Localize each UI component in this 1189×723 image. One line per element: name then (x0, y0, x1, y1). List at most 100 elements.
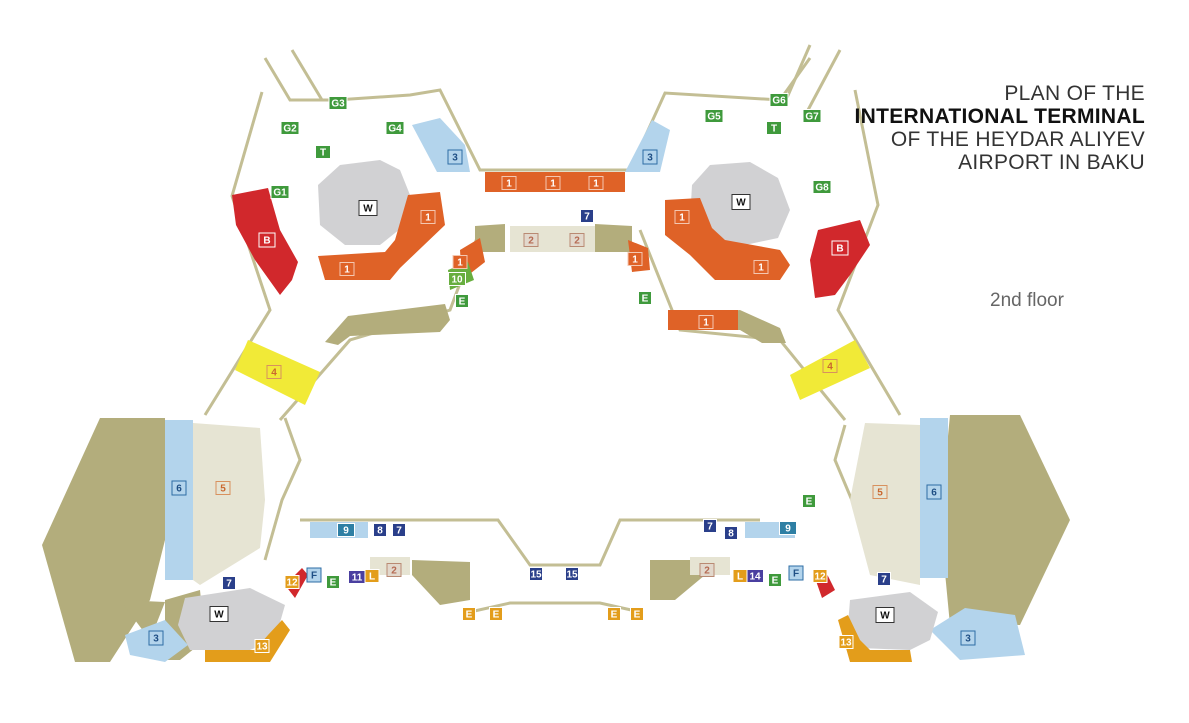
marker-box (731, 194, 751, 210)
marker-label: T (771, 124, 777, 135)
marker-label: 15 (530, 570, 542, 581)
marker-zone-l-left: L (364, 569, 380, 583)
marker-box (569, 233, 585, 247)
marker-box (266, 365, 282, 379)
marker-shop-1-d: 1 (545, 176, 561, 190)
marker-exit-e-1: E (455, 294, 469, 308)
marker-label: E (634, 610, 641, 621)
marker-box (315, 145, 331, 159)
marker-label: 13 (840, 638, 852, 649)
marker-box (280, 121, 300, 135)
marker-label: 14 (749, 572, 761, 583)
marker-waiting-area-se: W (875, 607, 895, 623)
marker-info-7-d: 7 (877, 572, 891, 586)
marker-box (420, 210, 436, 224)
marker-shop-1-b: 1 (339, 262, 355, 276)
marker-label: 7 (881, 575, 887, 586)
marker-label: 1 (593, 179, 599, 190)
marker-label: G2 (283, 124, 297, 135)
marker-box (254, 639, 270, 653)
marker-shop-1-i: 1 (698, 315, 714, 329)
marker-box (529, 567, 543, 581)
marker-shop-1-c: 1 (501, 176, 517, 190)
marker-label: 12 (286, 578, 298, 589)
marker-zone-14: 14 (746, 569, 764, 583)
marker-exit-e-9: E (630, 607, 644, 621)
marker-label: E (330, 578, 337, 589)
marker-box (698, 315, 714, 329)
marker-label: 4 (271, 368, 277, 379)
marker-zone-11: 11 (348, 570, 366, 584)
marker-info-7-c: 7 (222, 576, 236, 590)
marker-box (674, 210, 690, 224)
marker-zone-2-b: 2 (569, 233, 585, 247)
marker-box (630, 607, 644, 621)
zone-pale-beige (193, 226, 920, 585)
marker-label: G3 (331, 99, 345, 110)
marker-label: 12 (814, 572, 826, 583)
marker-label: E (806, 497, 813, 508)
marker-box (642, 149, 658, 165)
marker-zone-9-left: 9 (337, 523, 355, 537)
marker-zone-2-a: 2 (523, 233, 539, 247)
marker-label: E (642, 294, 649, 305)
marker-waiting-area-nw: W (358, 200, 378, 216)
marker-gate-g2: G2 (280, 121, 300, 135)
marker-b-zone-right: B (831, 240, 849, 256)
marker-label: E (611, 610, 618, 621)
marker-label: E (459, 297, 466, 308)
marker-box (545, 176, 561, 190)
marker-box (215, 481, 231, 495)
marker-box (627, 252, 643, 266)
marker-zone-3-a: 3 (447, 149, 463, 165)
marker-box (768, 573, 782, 587)
marker-label: G7 (805, 112, 819, 123)
marker-box (385, 121, 405, 135)
marker-box (812, 180, 832, 194)
marker-label: 3 (153, 634, 159, 645)
marker-box (926, 484, 942, 500)
title-line-4: AIRPORT IN BAKU (958, 151, 1145, 174)
marker-zone-2-d: 2 (699, 563, 715, 577)
marker-label: 15 (566, 570, 578, 581)
marker-label: W (363, 204, 373, 215)
marker-box (766, 121, 782, 135)
marker-box (258, 232, 276, 248)
marker-label: 8 (377, 526, 383, 537)
marker-box (373, 523, 387, 537)
marker-label: 1 (679, 213, 685, 224)
marker-zone-6-right: 6 (926, 484, 942, 500)
title-line-3: OF THE HEYDAR ALIYEV (890, 128, 1145, 151)
marker-zone-3-c: 3 (148, 630, 164, 646)
title-line-1: PLAN OF THE (1004, 82, 1145, 105)
marker-zone-f-right: F (788, 565, 804, 581)
marker-box (838, 635, 854, 649)
marker-gate-g8: G8 (812, 180, 832, 194)
marker-zone-8-left: 8 (373, 523, 387, 537)
marker-box (392, 523, 406, 537)
marker-label: F (793, 569, 799, 580)
marker-zone-f-left: F (306, 567, 322, 583)
marker-box (209, 606, 229, 622)
marker-zone-3-b: 3 (642, 149, 658, 165)
marker-zone-13-right: 13 (838, 635, 854, 649)
marker-label: 6 (176, 484, 182, 495)
marker-label: 2 (574, 236, 580, 247)
marker-zone-l-right: L (732, 569, 748, 583)
marker-label: B (263, 236, 270, 247)
marker-label: G5 (707, 112, 721, 123)
marker-zone-6-left: 6 (171, 480, 187, 496)
marker-label: E (493, 610, 500, 621)
marker-zone-4-right: 4 (822, 359, 838, 373)
marker-label: W (880, 611, 890, 622)
marker-box (831, 240, 849, 256)
marker-box (448, 272, 466, 286)
marker-toilet-right: T (766, 121, 782, 135)
marker-label: E (466, 610, 473, 621)
marker-label: 7 (707, 522, 713, 533)
marker-zone-9-right: 9 (779, 521, 797, 535)
marker-box (875, 607, 895, 623)
marker-zone-4-left: 4 (266, 365, 282, 379)
marker-info-7-top: 7 (580, 209, 594, 223)
